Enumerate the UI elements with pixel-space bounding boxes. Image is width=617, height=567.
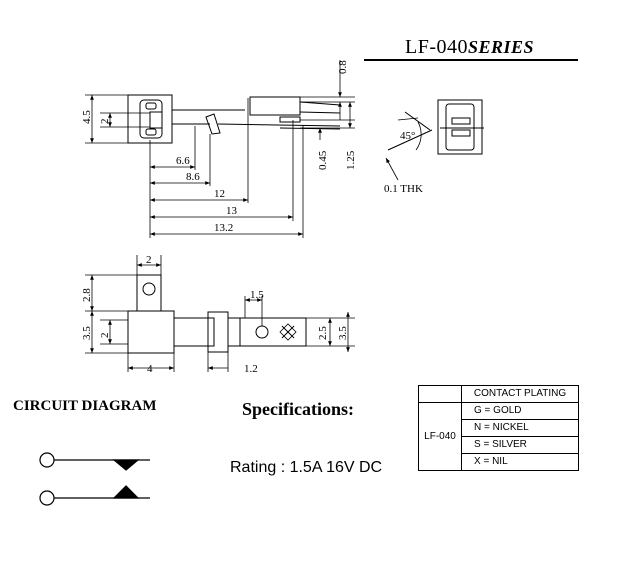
contact-plating-table: CONTACT PLATING LF-040 G = GOLD N = NICK… — [418, 385, 579, 471]
series-label: SERIES — [468, 37, 535, 57]
table-row: X = NIL — [419, 453, 579, 471]
dimension-label: 2 — [146, 254, 152, 266]
specifications-title: Specifications: — [242, 399, 354, 419]
table-model-cell: LF-040 — [418, 402, 462, 471]
dimension-label: 1.25 — [345, 150, 357, 170]
title-underline — [364, 59, 578, 61]
dimension-label: 2 — [99, 333, 111, 339]
dimension-label: 1.5 — [250, 289, 264, 301]
dimension-label: 13 — [226, 205, 238, 217]
plating-option: G = GOLD — [461, 402, 579, 420]
dimension-label: 8.6 — [186, 171, 200, 183]
table-header: CONTACT PLATING — [461, 385, 579, 403]
dimension-label: 2.5 — [317, 326, 329, 340]
circuit-diagram — [39, 452, 150, 506]
top-view — [85, 60, 355, 238]
dimension-label: 4.5 — [81, 110, 93, 124]
bottom-view — [85, 255, 355, 372]
side-view — [385, 99, 484, 181]
rating-text: Rating : 1.5A 16V DC — [230, 459, 383, 476]
dimension-label: 12 — [214, 188, 225, 200]
dimension-label: 2.8 — [81, 288, 93, 302]
dimension-label: 3.5 — [81, 326, 93, 340]
dimension-label: 0.8 — [337, 60, 349, 74]
table-corner-cell — [418, 385, 462, 403]
dimension-label: 0.1 THK — [384, 183, 423, 195]
table-row: LF-040 G = GOLD — [418, 402, 579, 471]
table-header-row: CONTACT PLATING — [418, 385, 579, 403]
dimension-label: 3.5 — [337, 326, 349, 340]
model-number: LF-040 — [405, 36, 468, 58]
plating-option: N = NICKEL — [461, 419, 579, 437]
dimension-label: 4 — [147, 363, 153, 375]
series-title: LF-040SERIES — [405, 36, 534, 59]
dimension-label: 45° — [400, 130, 415, 142]
dimension-label: 2 — [99, 119, 111, 125]
circuit-diagram-title: CIRCUIT DIAGRAM — [13, 398, 157, 414]
plating-option: X = NIL — [461, 453, 579, 471]
dimension-label: 13.2 — [214, 222, 233, 234]
plating-option: S = SILVER — [461, 436, 579, 454]
dimension-label: 0.45 — [317, 150, 329, 170]
dimension-label: 1.2 — [244, 363, 258, 375]
dimension-label: 6.6 — [176, 155, 190, 167]
